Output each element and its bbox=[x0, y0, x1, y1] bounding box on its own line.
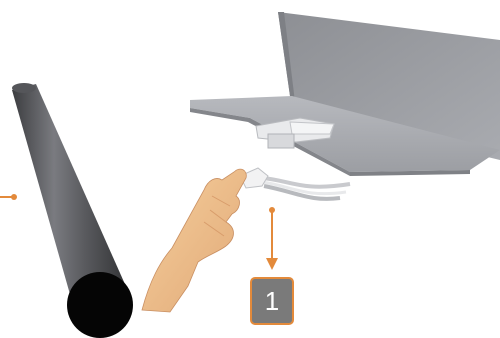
rod bbox=[12, 83, 133, 338]
rod-end-cap bbox=[67, 272, 133, 338]
hand-icon bbox=[142, 169, 246, 312]
side-pointer-arrow bbox=[0, 194, 17, 200]
arrow-down-icon bbox=[266, 207, 278, 270]
step-number-badge: 1 bbox=[250, 277, 294, 325]
angle-bracket bbox=[190, 12, 500, 176]
spring-clip bbox=[240, 168, 350, 199]
